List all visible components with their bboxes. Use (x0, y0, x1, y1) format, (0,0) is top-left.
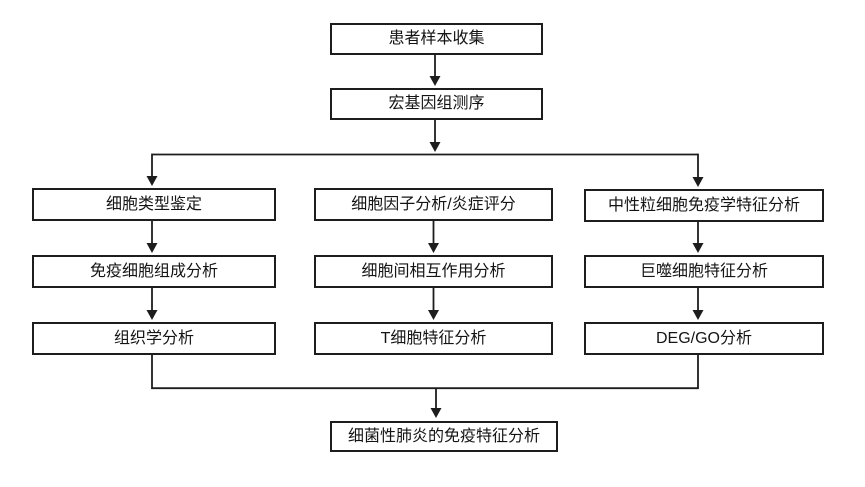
flow-node-cell-cell-interaction-analysis: 细胞间相互作用分析 (314, 255, 553, 288)
flow-node-macrophage-signature-analysis: 巨噬细胞特征分析 (584, 255, 824, 288)
flow-node-neutrophil-immunology-signature-analysis: 中性粒细胞免疫学特征分析 (584, 189, 824, 222)
edge-col2-row1-row2 (428, 221, 439, 253)
flow-node-t-cell-signature-analysis: T细胞特征分析 (314, 322, 553, 355)
edge-col3-row2-row3 (692, 288, 704, 320)
edge-merge-to-final (430, 389, 442, 418)
edge-branch-to-col1 (146, 153, 158, 186)
flow-node-bacterial-pneumonia-immune-signature-analysis: 细菌性肺炎的免疫特征分析 (330, 421, 558, 452)
edge-collection-to-sequencing (429, 54, 441, 86)
edge-col2-row2-row3 (428, 288, 439, 320)
flow-node-metagenomic-sequencing: 宏基因组测序 (330, 88, 543, 120)
flow-node-histology-analysis: 组织学分析 (32, 322, 276, 355)
merge-line-bottom (151, 355, 699, 390)
flow-node-cell-type-identification: 细胞类型鉴定 (32, 188, 276, 221)
edge-branch-to-col3 (692, 153, 704, 187)
edge-col1-row2-row3 (146, 288, 158, 320)
flow-node-deg-go-analysis: DEG/GO分析 (584, 322, 824, 355)
flow-node-immune-cell-composition-analysis: 免疫细胞组成分析 (32, 255, 276, 288)
flow-node-cytokine-analysis-inflammation-score: 细胞因子分析/炎症评分 (314, 188, 553, 221)
edge-col3-row1-row2 (692, 222, 704, 253)
edge-col1-row1-row2 (146, 221, 158, 253)
flow-node-patient-sample-collection: 患者样本收集 (330, 23, 543, 55)
edge-sequencing-to-branch (429, 120, 441, 152)
